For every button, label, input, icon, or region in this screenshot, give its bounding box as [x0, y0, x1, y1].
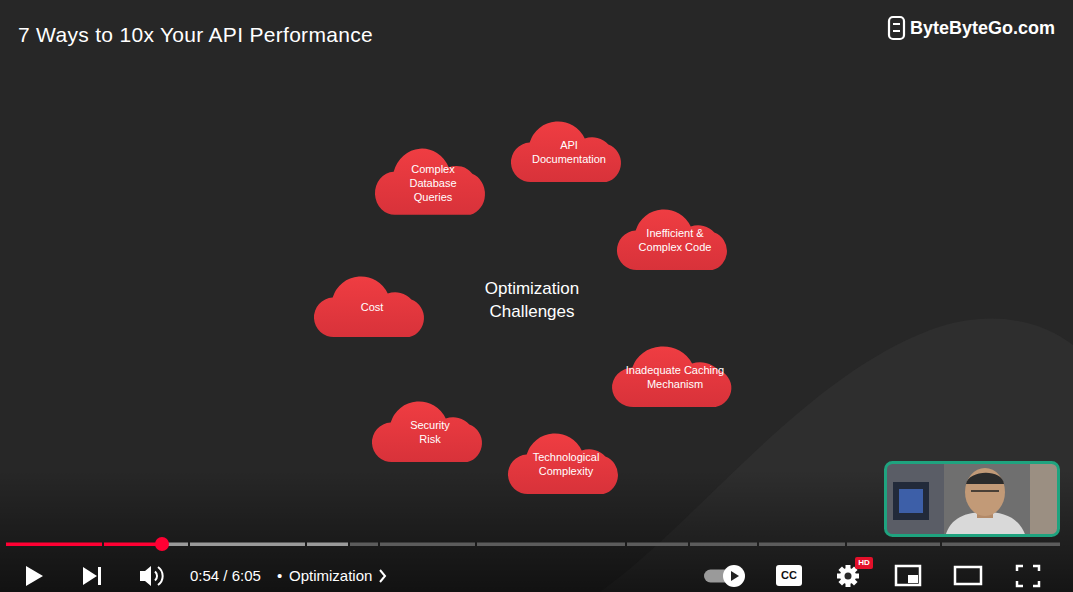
fullscreen-icon — [1017, 566, 1039, 586]
miniplayer-icon — [908, 575, 918, 583]
cloud-label: API Documentation — [529, 138, 609, 166]
challenge-cloud: Inefficient & Complex Code — [616, 197, 734, 272]
hd-badge — [855, 557, 873, 569]
picture-frame — [899, 489, 923, 513]
separator-dot: • — [277, 566, 282, 586]
challenge-cloud: API Documentation — [510, 109, 628, 184]
cloud-outline — [508, 433, 618, 494]
person-glasses — [971, 490, 999, 492]
next-icon — [83, 567, 97, 585]
progress-rest — [380, 543, 475, 547]
logo-icon — [893, 24, 900, 31]
cc-button — [776, 565, 802, 586]
cloud-text-block: Inefficient & Complex Code — [635, 226, 715, 254]
progress-rest — [627, 543, 688, 547]
progress-rest — [690, 543, 757, 547]
webcam-picture — [886, 463, 1059, 536]
progress-rest — [477, 543, 625, 547]
progress-rest — [350, 543, 378, 547]
autoplay-knob — [723, 565, 745, 587]
progress-rest — [942, 543, 1060, 547]
cloud-text-block: Security Risk — [400, 418, 460, 446]
cloud-text-block: Inadequate Caching Mechanism — [625, 363, 725, 391]
challenge-cloud: Inadequate Caching Mechanism — [611, 334, 739, 409]
volume-icon — [140, 566, 151, 586]
theater-icon — [955, 567, 981, 584]
progress-played — [6, 543, 102, 547]
cloud-label: Inadequate Caching Mechanism — [625, 363, 725, 391]
chapter-chevron — [380, 570, 385, 582]
cloud-label: Complex Database Queries — [403, 162, 463, 204]
cloud-outline — [375, 149, 485, 215]
person-hair — [966, 473, 1004, 484]
volume-icon — [155, 567, 163, 585]
cloud-label: Security Risk — [400, 418, 460, 446]
challenge-cloud: Complex Database Queries — [374, 135, 492, 217]
progress-loaded — [190, 543, 305, 547]
cloud-outline — [617, 209, 727, 270]
cloud-label: Inefficient & Complex Code — [635, 226, 715, 254]
challenge-cloud: Technological Complexity — [507, 421, 625, 496]
progress-bar — [6, 537, 1060, 551]
cloud-outline — [314, 276, 424, 337]
logo-icon — [889, 17, 904, 39]
next-icon — [98, 567, 101, 585]
cloud-outline — [612, 346, 731, 407]
cloud-text-block: Cost — [332, 300, 412, 314]
cloud-text-block: Technological Complexity — [521, 450, 611, 478]
progress-played — [104, 543, 162, 547]
challenge-cloud: Cost — [313, 264, 431, 339]
person-head — [965, 468, 1005, 516]
gear-body — [840, 568, 856, 584]
challenge-cloud: Security Risk — [371, 389, 489, 464]
webcam-border — [886, 463, 1059, 536]
slide-title: 7 Ways to 10x Your API Performance — [18, 22, 373, 48]
time-display: 0:54 / 6:05 — [190, 566, 261, 586]
cc-text: CC — [776, 565, 802, 586]
cloud-outline — [372, 401, 482, 462]
miniplayer-icon — [896, 566, 920, 585]
cloud-outline — [511, 121, 621, 182]
cloud-shape — [374, 135, 492, 217]
gear-hole — [845, 573, 852, 580]
cloud-label: Cost — [332, 300, 412, 314]
progress-knob — [155, 537, 169, 551]
cloud-text-block: API Documentation — [529, 138, 609, 166]
progress-rest — [759, 543, 845, 547]
autoplay-icon — [731, 571, 739, 581]
picture-frame — [893, 482, 929, 520]
center-heading: Optimization Challenges — [462, 277, 602, 323]
brand-logo: ByteByteGo.com — [910, 17, 1055, 39]
play-icon — [26, 566, 43, 586]
progress-loaded — [307, 543, 348, 547]
progress-rest — [847, 543, 940, 547]
hd-text: HD — [855, 557, 873, 569]
webcam-wall — [1030, 463, 1059, 536]
webcam-wall — [886, 463, 1059, 536]
cloud-text-block: Complex Database Queries — [403, 162, 463, 204]
chapter-title: Optimization — [289, 566, 372, 586]
cloud-label: Technological Complexity — [521, 450, 611, 478]
webcam-wall — [886, 463, 945, 536]
